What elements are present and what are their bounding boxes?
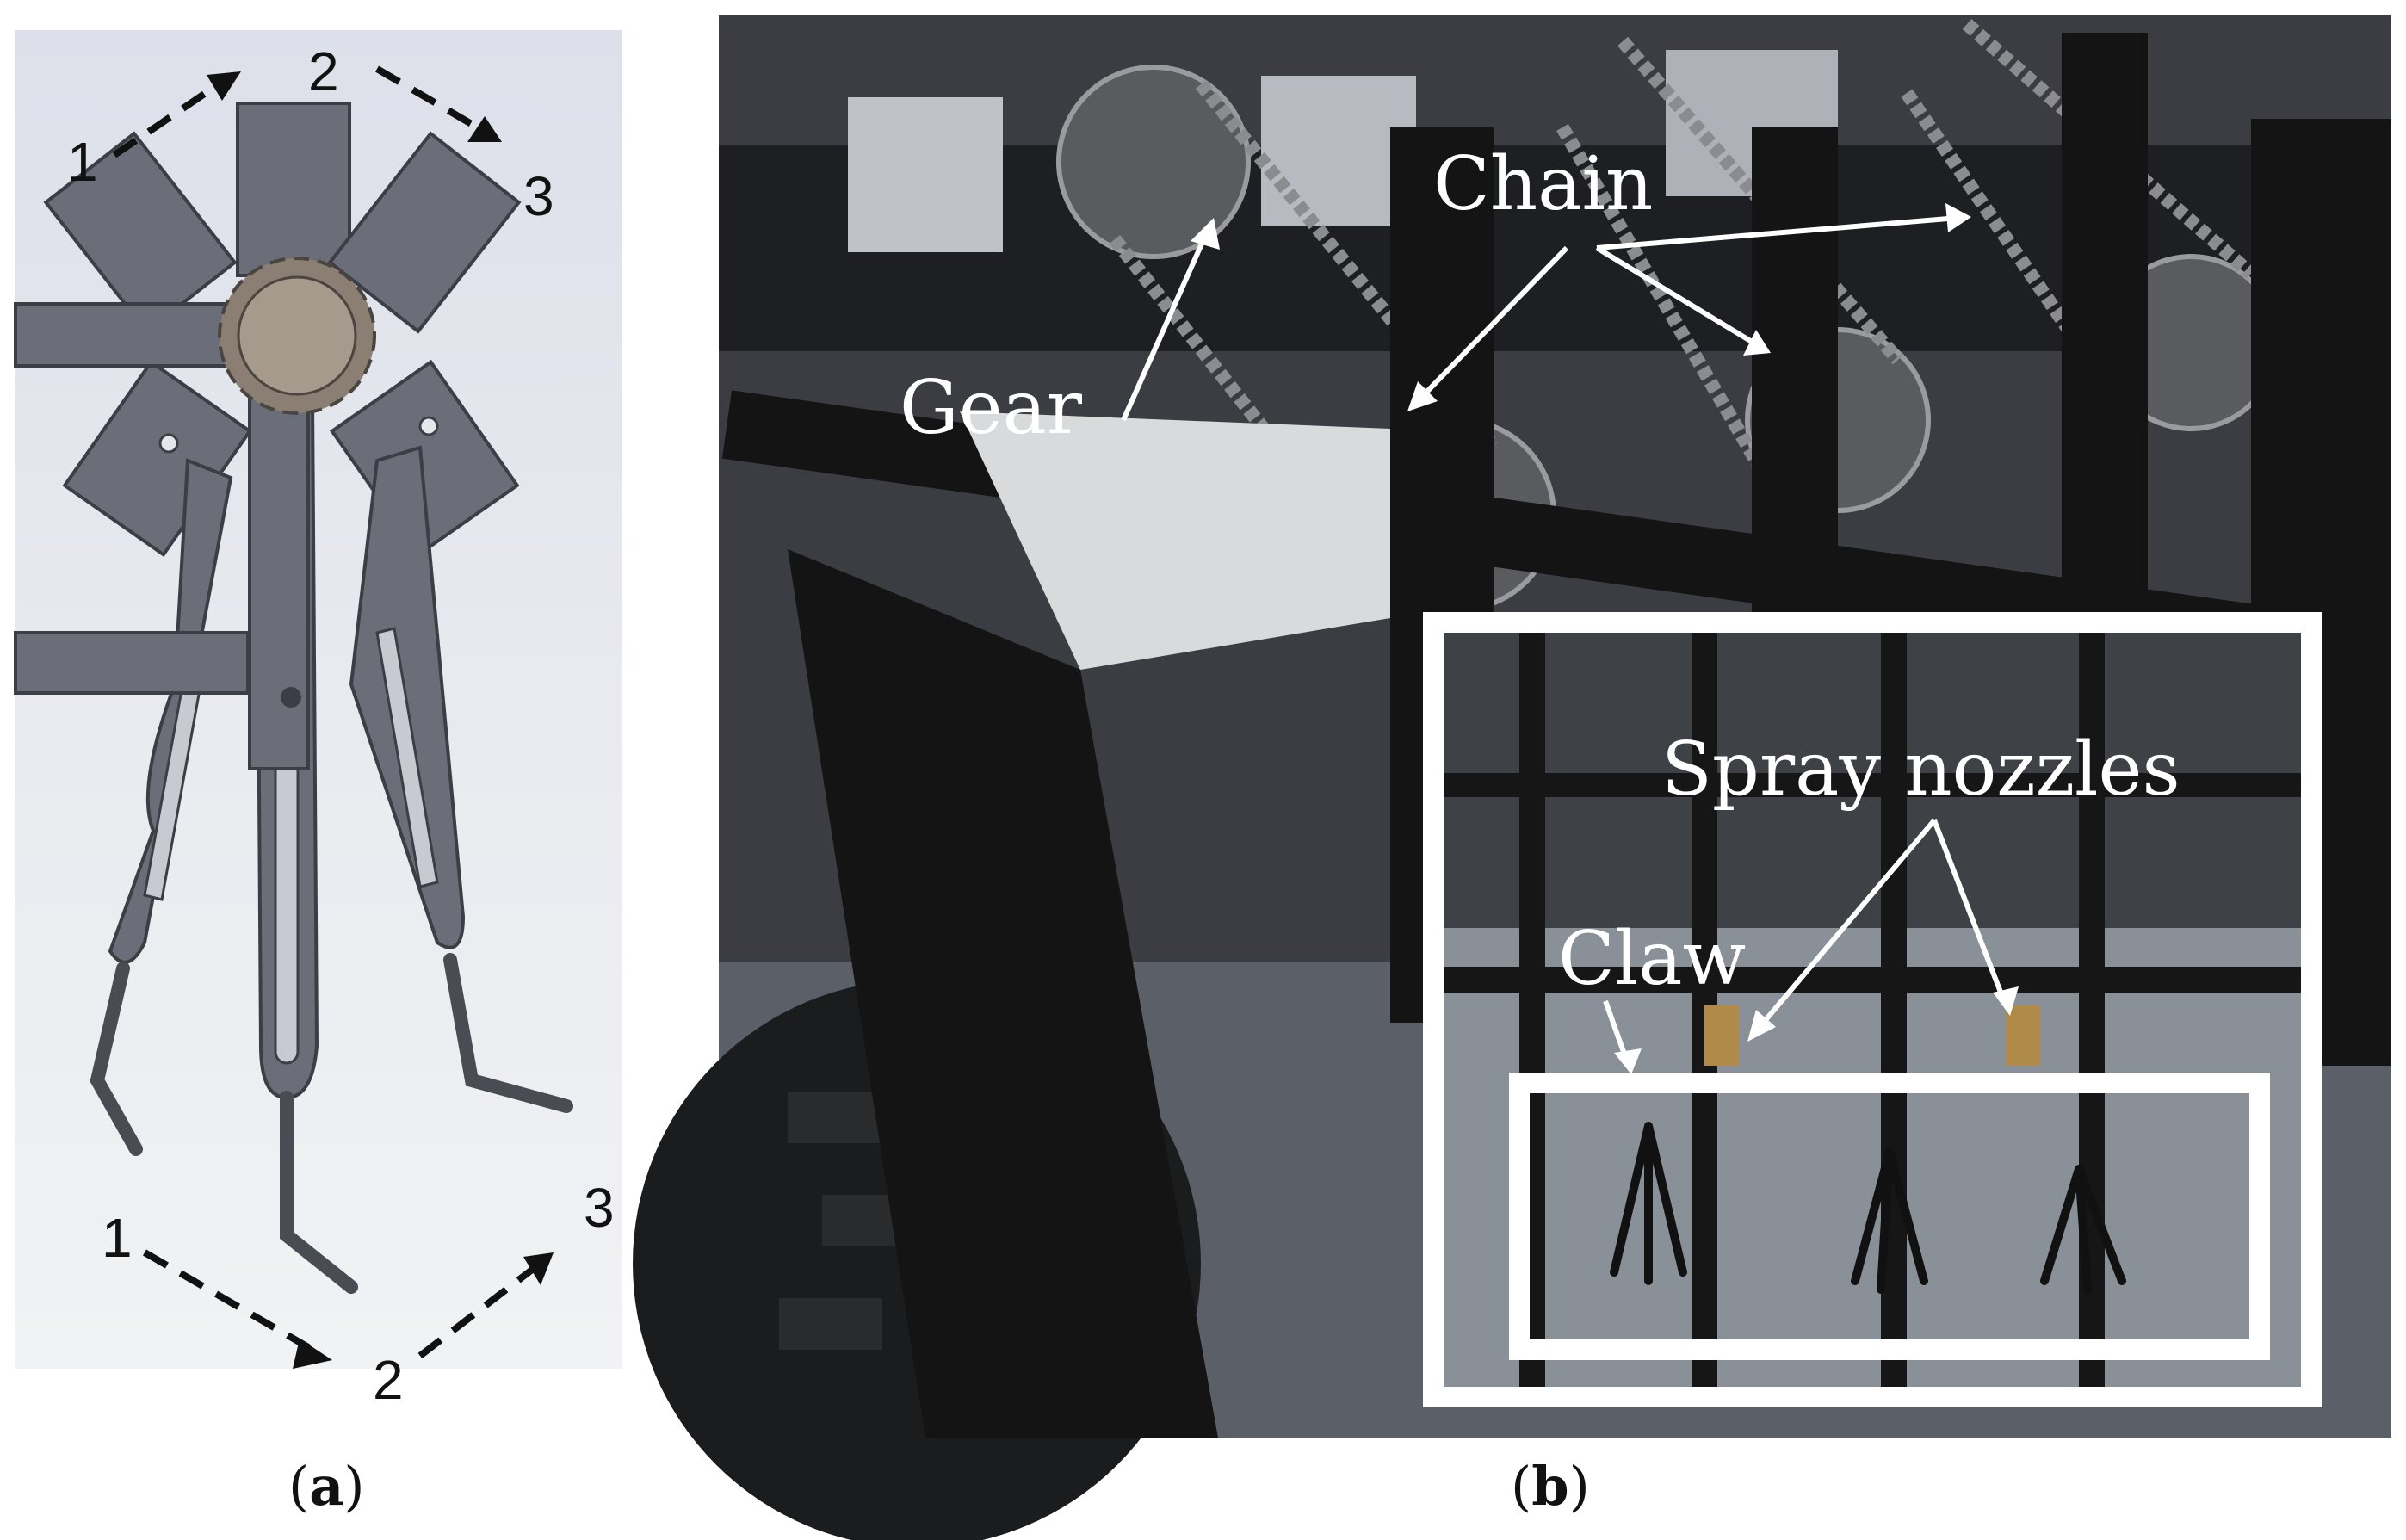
spray-arrow-2 — [1932, 819, 2008, 1007]
bottom-position-2: 2 — [373, 1349, 404, 1411]
paddle-top — [236, 102, 351, 277]
tine-arm-left — [108, 458, 233, 964]
claw-2 — [1851, 1147, 1928, 1294]
caption-a: (a) — [288, 1455, 365, 1518]
spray-arrow-1 — [1753, 819, 1937, 1033]
label-spray-nozzles: Spray nozzles — [1661, 727, 2180, 813]
claw-1 — [1610, 1122, 1687, 1285]
gear-arrow — [1121, 225, 1212, 422]
frame-left-diagonal — [788, 549, 1218, 1438]
photo-panel: Chain Gear Spray nozzles Claw — [633, 15, 2391, 1540]
chain-arrow-2 — [1595, 245, 1762, 349]
chain-arrow-1 — [1413, 245, 1569, 405]
paddle-upper-left — [43, 131, 238, 334]
top-position-2: 2 — [308, 40, 339, 102]
caption-b: (b) — [1511, 1455, 1590, 1518]
cad-drawing-panel: 1 2 3 1 2 3 — [14, 30, 622, 1411]
label-gear: Gear — [900, 365, 1083, 451]
top-position-3: 3 — [523, 165, 554, 227]
sprocket-1 — [1056, 65, 1251, 259]
label-chain: Chain — [1433, 141, 1653, 227]
frame-bar-middle — [14, 631, 250, 695]
sprocket-gear — [218, 257, 376, 415]
claw-3 — [2040, 1165, 2126, 1294]
paddle-upper-right — [327, 131, 522, 334]
top-position-1: 1 — [67, 131, 98, 193]
motor-left — [848, 97, 1003, 252]
spray-nozzle-1 — [1704, 1005, 1739, 1066]
bottom-position-1: 1 — [102, 1207, 133, 1269]
claw-box — [1509, 1073, 2270, 1360]
chain-arrow-3 — [1596, 215, 1959, 250]
bottom-position-3: 3 — [584, 1177, 615, 1239]
spray-nozzle-2 — [2006, 1005, 2040, 1066]
label-claw: Claw — [1558, 916, 1746, 1002]
cad-mechanism-svg: 1 2 3 1 2 3 — [14, 40, 615, 1411]
machine-photo-svg: Chain Gear Spray nozzles Claw — [633, 15, 2391, 1540]
